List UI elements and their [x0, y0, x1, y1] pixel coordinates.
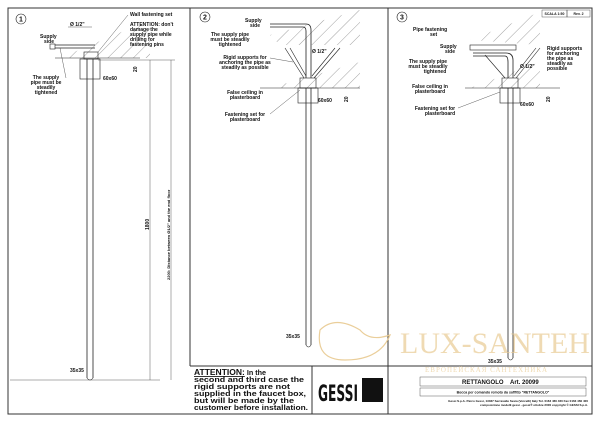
drawing-label: supply pipe while: [130, 32, 172, 38]
drawing-label: The supply pipe: [211, 32, 249, 38]
scale-label: SCALA 1:50: [545, 12, 565, 16]
drawing-label: ATTENTION:: [194, 367, 245, 377]
drawing-label: rigid supports are not: [194, 382, 291, 391]
drawing-label: Gessi S.p.A. Parco Gessi, 13037 Serraval…: [448, 399, 588, 403]
drawing-label: 60x60: [318, 98, 332, 104]
pipe-diameter-label: Ø 1/2": [70, 22, 85, 28]
drawing-label: pipe must be: [31, 80, 62, 86]
drawing-label: 20: [133, 66, 139, 72]
watermark: LUX-SANTEH ЕВРОПЕЙСКАЯ САНТЕХНИКА: [318, 321, 590, 374]
title-block: RETTANGOLO Art. 20099 Bocca per comando …: [419, 376, 588, 407]
drawing-label: False ceiling in: [227, 90, 263, 96]
drawing-label: The supply: [33, 75, 60, 81]
scale-box: SCALA 1:50 Rev. 2: [541, 9, 591, 18]
drawing-label: 20: [344, 96, 350, 102]
drawing-label: In the: [245, 368, 266, 377]
drawing-label: Pipe fastening: [413, 27, 447, 33]
drawing-label: tightened: [424, 69, 447, 75]
panel-number: 1: [19, 17, 23, 24]
drawing-label: fastening pins: [130, 42, 164, 48]
drawing-label: Fastening set for: [225, 112, 265, 118]
panel-2-ceiling-installation: 2 Supply side The supply pipe must be st…: [199, 10, 360, 348]
drawing-label: The supply pipe: [409, 59, 447, 65]
svg-text:ATTENTION: In the: ATTENTION: In the: [194, 367, 266, 377]
drawing-label: Supply: [245, 18, 262, 24]
drawing-label: steadily: [37, 85, 56, 91]
drawing-label: must be steadily: [210, 37, 249, 43]
drawing-label: 60x60: [103, 76, 117, 82]
drawing-label: plasterboard: [230, 95, 260, 101]
logo-square: [362, 378, 383, 402]
panel-1-wall-installation: 1 Supply side Ø 1/2" Wall fastening set …: [10, 12, 175, 381]
drawing-label: Bocca per comando remoto da soffitto "RE…: [457, 391, 550, 395]
drawing-label: tightened: [35, 90, 58, 96]
drawing-label: 60x60: [520, 102, 534, 108]
drawing-label: plasterboard: [230, 117, 260, 123]
drawing-label: False ceiling in: [412, 84, 448, 90]
drawing-label: customer before installation.: [194, 403, 308, 412]
drawing-label: 3: [400, 15, 404, 22]
watermark-text: LUX-SANTEH: [400, 327, 590, 360]
drawing-label: possible: [547, 66, 568, 72]
drawing-label: but will be made by the: [194, 396, 294, 405]
drawing-label: second and third case the: [194, 375, 304, 384]
drawing-label: Rigid supports: [547, 46, 582, 52]
drawing-label: Supply: [440, 44, 457, 50]
drawing-label: plasterboard: [425, 111, 455, 117]
drawing-label: Fastening set for: [415, 106, 455, 112]
drawing-label: side: [445, 49, 455, 55]
watermark-subtitle: ЕВРОПЕЙСКАЯ САНТЕХНИКА: [425, 366, 548, 374]
drawing-label: side: [250, 23, 260, 29]
drawing-label: 2: [203, 15, 207, 22]
drawing-label: set: [430, 32, 438, 38]
drawing-label: plasterboard: [415, 89, 445, 95]
drawing-label: Rigid supports for: [223, 55, 266, 61]
product-name: RETTANGOLO: [462, 380, 504, 386]
drawing-label: 20: [546, 96, 552, 102]
revision-label: Rev. 2: [573, 12, 583, 16]
drawing-label: 35x35: [286, 334, 300, 340]
drawing-label: damage the: [130, 27, 158, 33]
drawing-label: steadily as possible: [221, 65, 268, 71]
panel-3-ceiling-installation: 3 Pipe fastening set Supply side The sup…: [396, 11, 582, 365]
drawing-label: anchoring the pipe as: [219, 60, 271, 66]
drawing-label: Supply: [40, 34, 57, 40]
drawing-label: Ø 1/2": [312, 49, 327, 55]
drawing-label: tightened: [219, 42, 242, 48]
drawing-label: drilling for: [130, 37, 155, 43]
sheet-border: [7, 7, 593, 415]
gessi-logo: GESSI: [318, 378, 383, 407]
drawing-label: 35x35: [488, 359, 502, 365]
drawing-label: side: [44, 39, 54, 45]
logo-text: GESSI: [318, 382, 358, 407]
drawing-label: Wall fastening set: [130, 12, 173, 18]
drawing-label: 35x35: [70, 368, 84, 374]
drawing-label: steadily as: [547, 61, 573, 67]
drawing-label: 1800: [145, 219, 151, 230]
drawing-label: for anchoring: [547, 51, 579, 57]
article-number: Art. 20099: [510, 380, 539, 386]
attention-note: ATTENTION: In the second and third case …: [194, 367, 308, 412]
drawing-label: composizione modelli gessi - gessi® otto…: [480, 403, 588, 407]
drawing-label: must be steadily: [408, 64, 447, 70]
drawing-label: ATTENTION: don't: [130, 22, 174, 28]
drawing-label: Ø 1/2": [520, 64, 535, 70]
drawing-label: supplied in the faucet box,: [194, 389, 306, 398]
drawing-label: the pipe as: [547, 56, 573, 62]
drawing-label: 2200: Distance between Ø1/2" and the end…: [166, 189, 171, 280]
